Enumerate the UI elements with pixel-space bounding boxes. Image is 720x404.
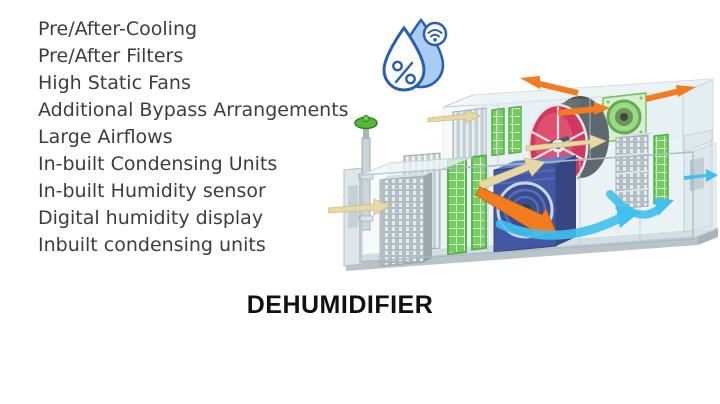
dry-air-arrow-cyan (606, 190, 674, 219)
feature-item: Large Airflows (38, 126, 173, 148)
feature-item: Digital humidity display (38, 207, 264, 229)
through-wheel-arrow-tan (525, 134, 607, 152)
airflow-arrows (328, 76, 718, 240)
feature-item: Pre/After Filters (38, 45, 184, 67)
feature-item: In-built Humidity sensor (38, 180, 266, 202)
dehumidifier-ahu-cutaway-illustration (328, 76, 718, 271)
feature-item: Inbuilt condensing units (38, 234, 266, 256)
regen-green-filters (491, 105, 522, 157)
feature-item: Additional Bypass Arrangements (38, 99, 349, 121)
cooling-coils (379, 152, 441, 267)
water-pipe-valve (354, 115, 378, 231)
regen-flow-arrow-orange (557, 102, 610, 116)
humidity-drops-wifi-icon (382, 17, 448, 92)
percent-icon (392, 60, 416, 85)
regen-intake-arrow-tan (427, 109, 481, 124)
feature-list: Pre/After-Cooling Pre/After Filters High… (38, 16, 349, 259)
outlet-arrow-cyan (684, 169, 718, 182)
feature-item: High Static Fans (38, 72, 191, 94)
process-arrow-tan (478, 157, 546, 191)
fan-outlet-arrow-orange (645, 85, 696, 102)
wifi-icon (422, 21, 448, 47)
feature-item: In-built Condensing Units (38, 153, 278, 175)
front-drop-icon (382, 25, 426, 92)
regen-fan (602, 92, 647, 143)
feature-item: Pre/After-Cooling (38, 18, 198, 40)
pre-filters-green (447, 154, 487, 256)
regen-exhaust-arrow-orange (520, 76, 579, 96)
intake-arrow-tan (328, 198, 391, 216)
page-title: DEHUMIDIFIER (246, 291, 434, 319)
